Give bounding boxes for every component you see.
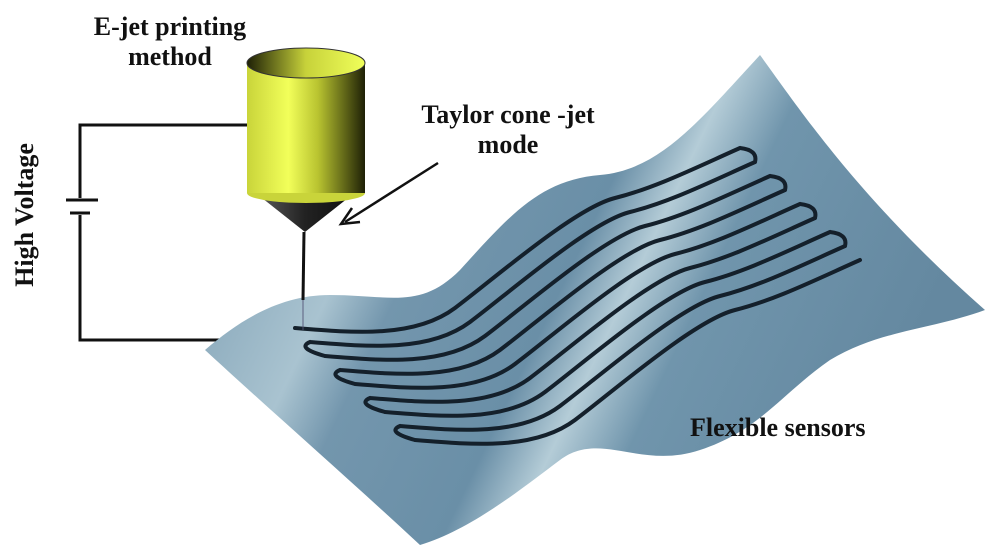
- battery-icon: [66, 198, 98, 215]
- nozzle-icon: [246, 47, 366, 330]
- taylor-cone-label: Taylor cone -jet mode: [378, 100, 638, 160]
- high-voltage-label: High Voltage: [10, 143, 40, 287]
- arrow-icon: [338, 161, 439, 226]
- sensor-traces: [293, 146, 862, 446]
- method-label-line2: method: [128, 41, 212, 71]
- circuit-wire: [78, 123, 247, 342]
- method-label-line1: E-jet printing: [93, 12, 247, 41]
- sensor-trace: [293, 146, 862, 446]
- flexible-sensors-label: Flexible sensors: [690, 413, 866, 442]
- taylor-label-line1: Taylor cone -jet: [421, 100, 595, 129]
- taylor-label-line2: mode: [477, 129, 539, 159]
- method-label: E-jet printing method: [55, 12, 285, 72]
